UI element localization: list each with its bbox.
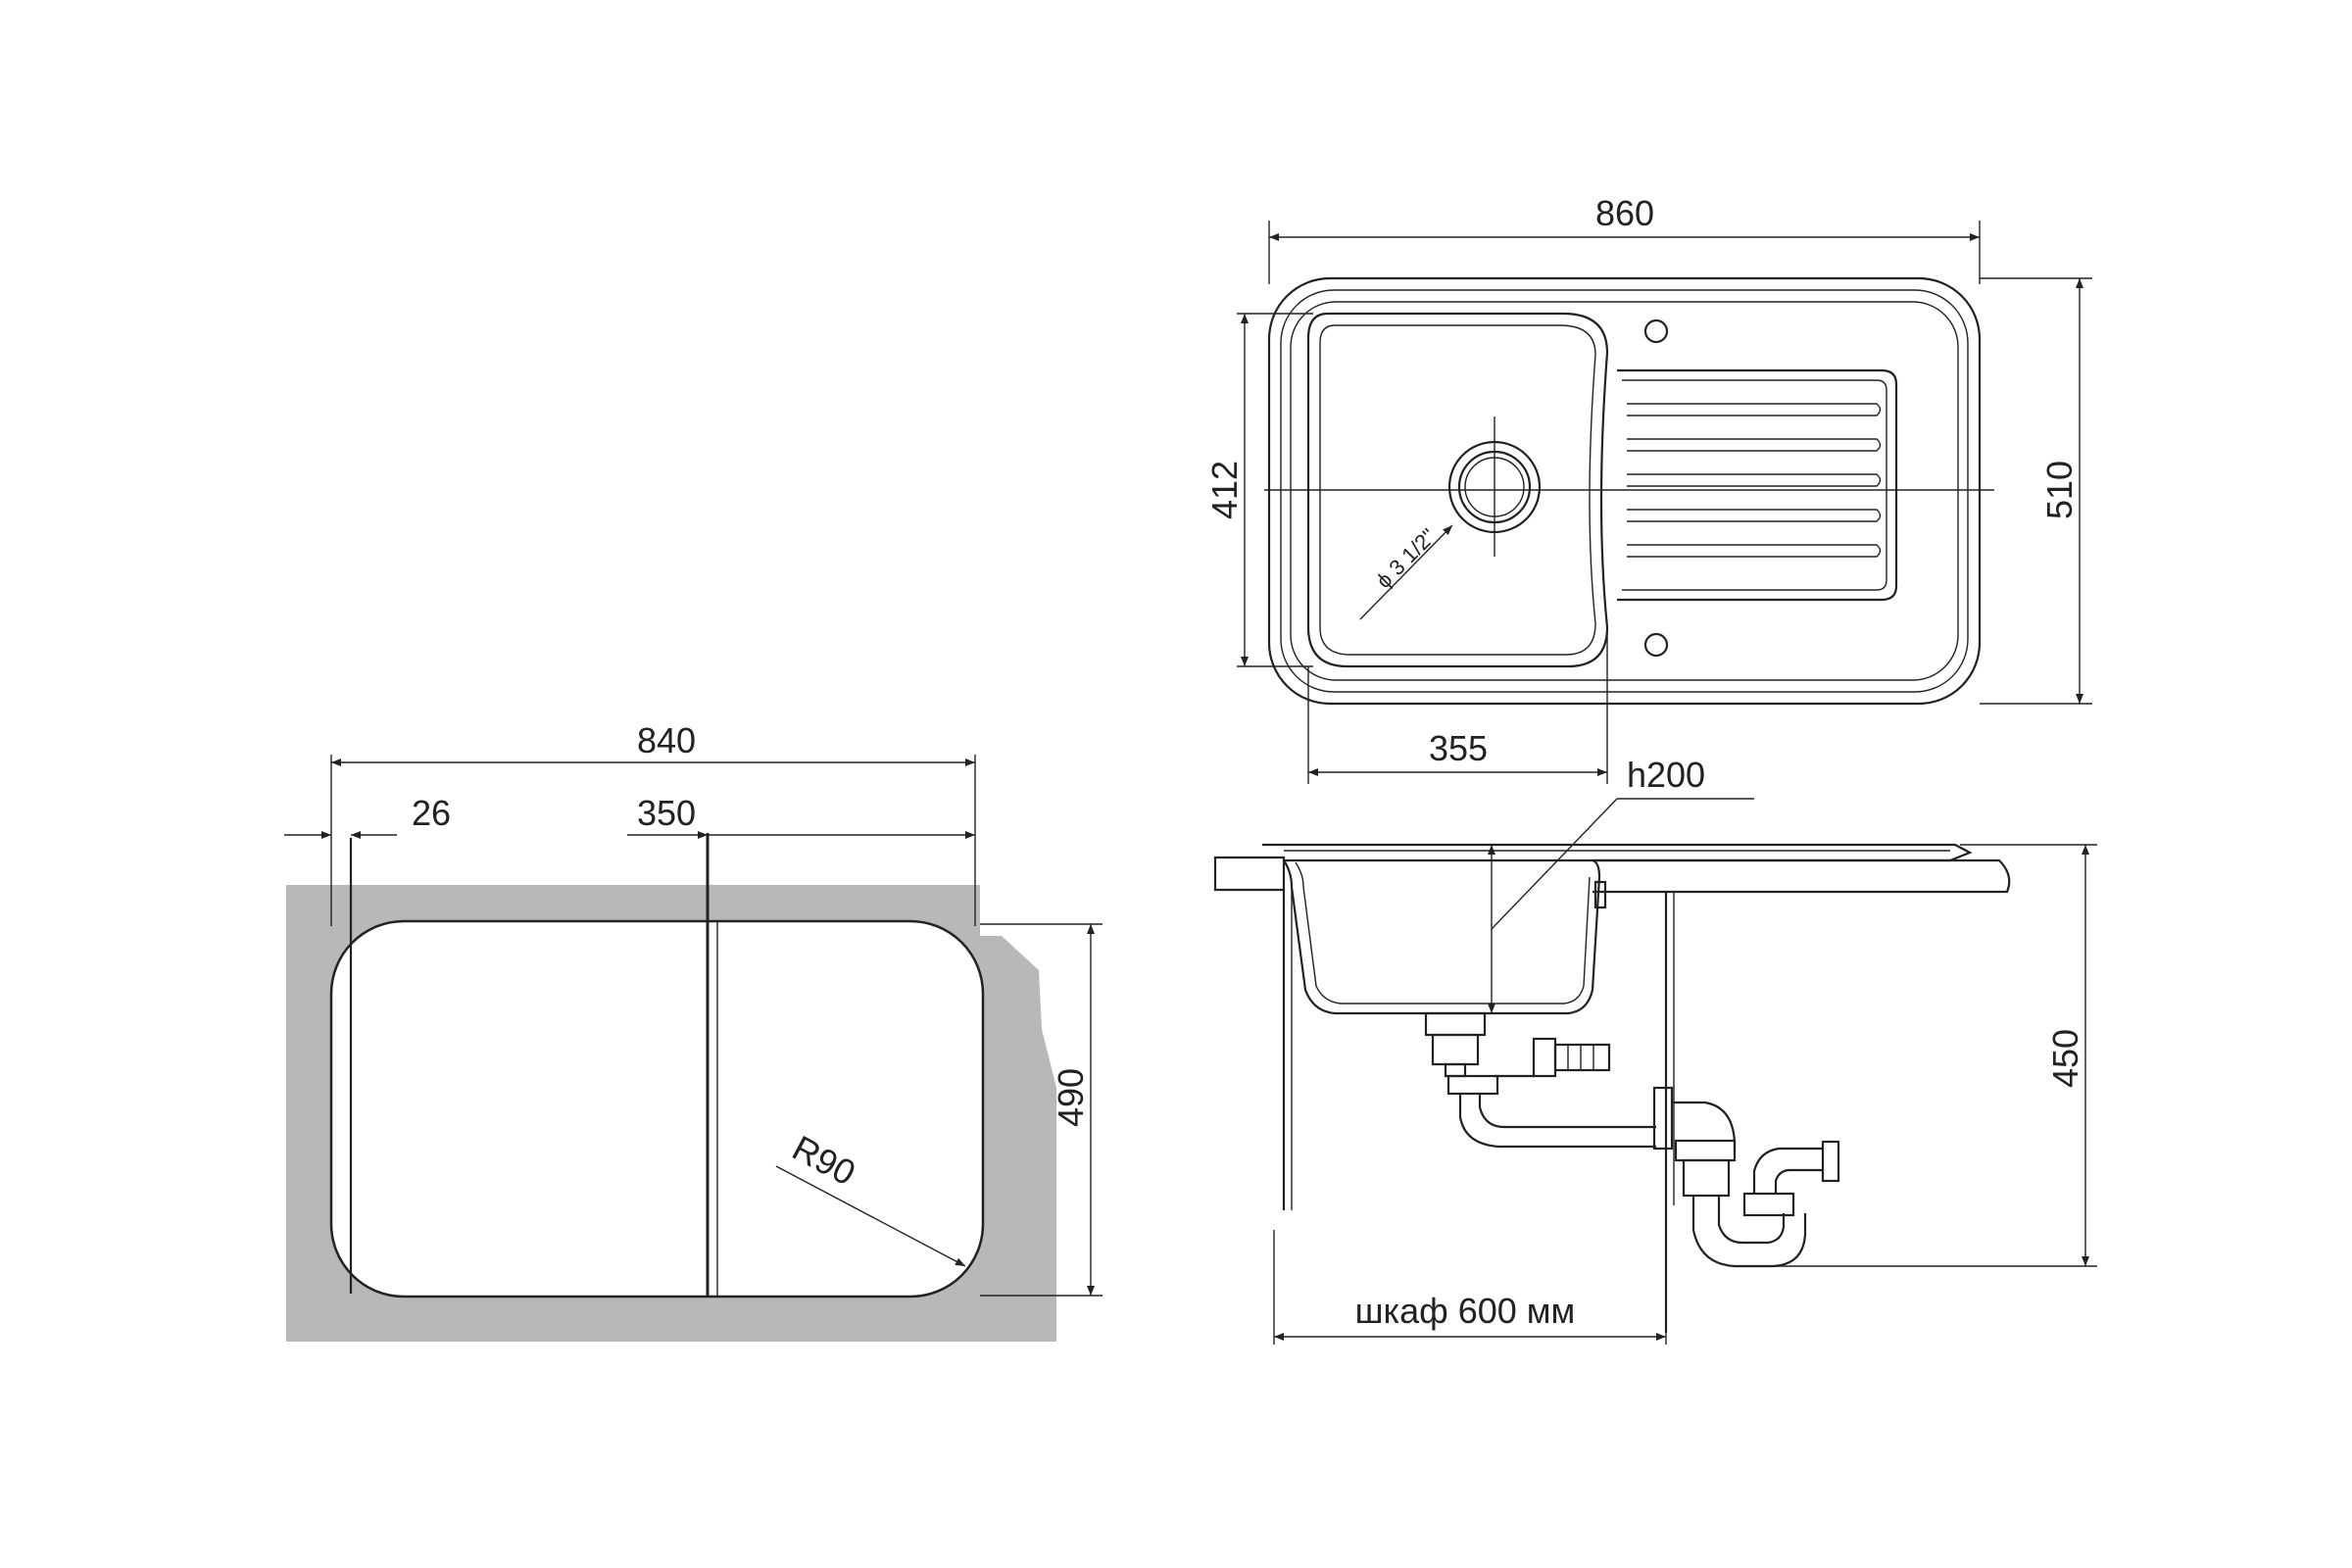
side-bowl-outer [1283,858,1601,1015]
dim-26-label: 26 [412,793,451,833]
drainboard-ribs [1627,403,1882,558]
cutout-view: 840 26 350 490 R90 [284,720,1102,1342]
dim-840-label: 840 [637,720,696,760]
dimension-412: 412 [1204,313,1313,667]
overflow-hole-top [1643,318,1669,344]
dim-510-label: 510 [2039,461,2080,519]
dimension-490: 490 [980,923,1102,1297]
dim-350-label: 350 [637,793,696,833]
dim-355-label: 355 [1429,728,1488,768]
overflow-fitting [1593,880,1607,909]
drainboard-outline [1617,368,1898,602]
dimension-450: 450 [1744,844,2097,1267]
dimension-510: 510 [1980,277,2092,705]
side-countertop-right [1592,858,2011,894]
dim-412-label: 412 [1204,461,1245,519]
sink-deck [1290,301,1959,681]
sink-rim-inner [1280,289,1969,693]
dimension-h200: h200 [1488,755,1754,1013]
dim-450-label: 450 [2045,1029,2085,1088]
sink-cutout [329,919,985,1298]
side-countertop [1213,856,1286,892]
dim-h200-label: h200 [1627,755,1705,795]
drain-diameter-callout: ϕ 3 1/2" [1359,523,1453,620]
sink-outer-rim [1267,276,1982,706]
dimension-860: 860 [1268,193,1981,284]
bowl-inner-outline [1319,324,1596,656]
overflow-hole-bottom [1643,632,1669,658]
dimension-cabinet-600: шкаф 600 мм [1273,1230,1667,1345]
siphon-assembly [1424,1011,1840,1268]
dim-490-label: 490 [1051,1068,1091,1127]
dim-860-label: 860 [1595,193,1654,233]
dimension-840: 840 [330,720,976,926]
side-sink-rim [1262,843,1973,862]
drain-diameter-label: ϕ 3 1/2" [1371,523,1441,593]
dim-cabinet-label: шкаф 600 мм [1355,1291,1576,1331]
dimension-355: 355 [1307,627,1608,784]
top-view: ϕ 3 1/2" 860 510 412 355 [1204,193,2092,784]
dimension-26-350: 26 350 [284,793,975,839]
side-view: h200 450 шкаф 600 мм [1213,755,2097,1345]
drainboard-inner-outline [1622,379,1887,591]
side-bowl-inner [1295,861,1591,1004]
